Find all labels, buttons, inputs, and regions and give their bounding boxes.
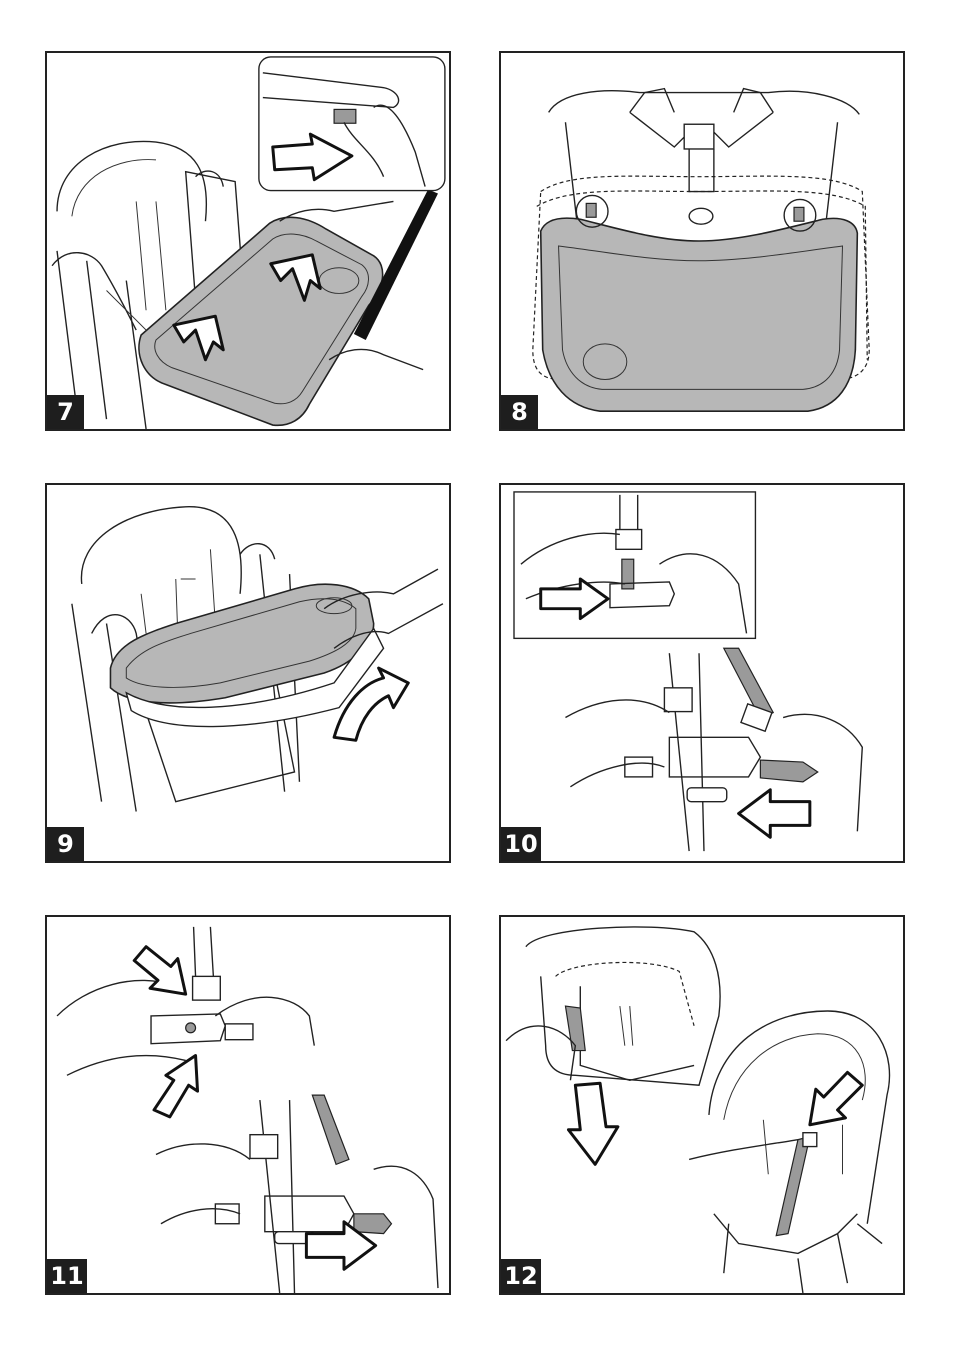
push-arrow-icon (154, 1056, 198, 1117)
illustration-tray-attach (47, 53, 449, 429)
illustration-tray-lift (47, 485, 449, 861)
down-arrow-icon (568, 1083, 617, 1164)
step-number: 12 (501, 1259, 541, 1293)
step-panel-8: 8 (499, 51, 905, 431)
illustration-harness-release (47, 917, 449, 1293)
illustration-harness-buckle (501, 485, 903, 861)
push-arrow-icon (810, 1072, 862, 1124)
step-number: 11 (47, 1259, 87, 1293)
step-number: 7 (47, 395, 84, 429)
step-panel-12: 12 (499, 915, 905, 1295)
push-arrow-icon (134, 947, 185, 994)
step-panel-10: 10 (499, 483, 905, 863)
step-number: 8 (501, 395, 538, 429)
step-panel-11: 11 (45, 915, 451, 1295)
step-number: 9 (47, 827, 84, 861)
step-panel-9: 9 (45, 483, 451, 863)
push-arrow-icon (739, 790, 810, 837)
illustration-seat-cover-remove (501, 917, 903, 1293)
step-panel-7: 7 (45, 51, 451, 431)
step-number: 10 (501, 827, 541, 861)
illustration-tray-positions (501, 53, 903, 429)
